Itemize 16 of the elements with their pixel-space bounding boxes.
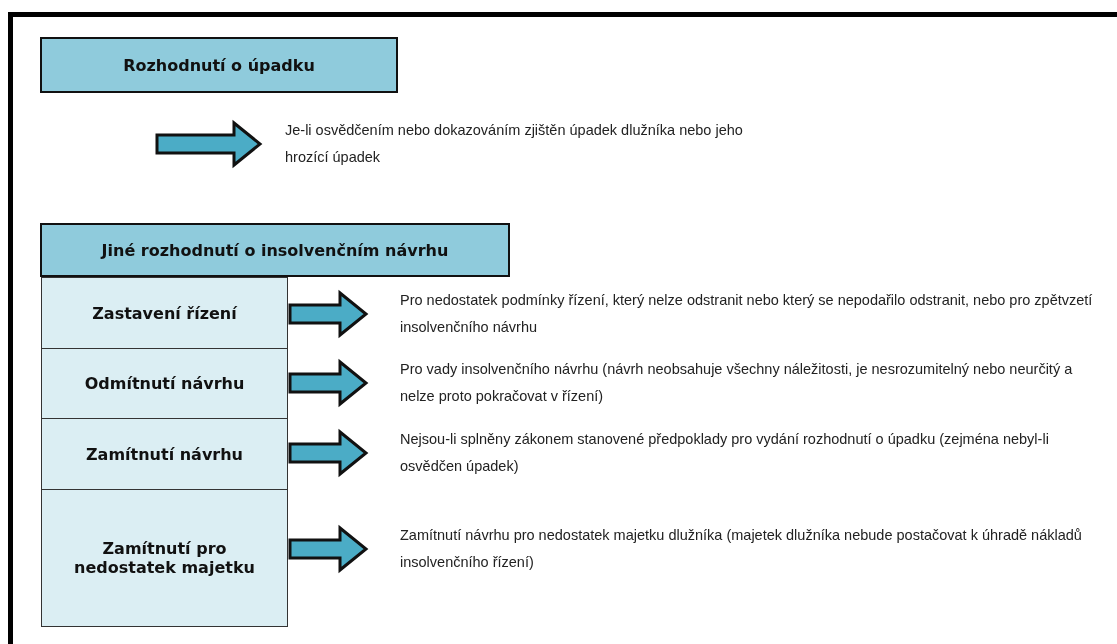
description-text: Nejsou-li splněny zákonem stanovené předpoklady pro vydání rozhodnutí o úpadku (zejména nebyl-li osvědčen úpadek) — [368, 425, 1108, 481]
heading-box: Rozhodnutí o úpadku — [40, 37, 398, 93]
table-cell: Zamítnutí návrhu — [41, 418, 288, 490]
description-text: Pro nedostatek podmínky řízení, který nelze odstranit nebo který se nepodařilo odstranit, nebo pro zpětvzetí insolvenčního návrhu — [368, 286, 1108, 342]
block-arrow — [288, 428, 369, 478]
block-arrow — [288, 358, 369, 408]
heading-box: Jiné rozhodnutí o insolvenčním návrhu — [40, 223, 510, 277]
block-arrow — [288, 524, 369, 574]
description-text: Zamítnutí návrhu pro nedostatek majetku dlužníka (majetek dlužníka nebude postačovat k úhradě nákladů insolvenčního řízení) — [368, 521, 1108, 577]
block-arrow — [288, 289, 369, 339]
table-cell: Zamítnutí pro nedostatek majetku — [41, 489, 288, 627]
table-cell: Zastavení řízení — [41, 277, 288, 349]
description-text: Je-li osvědčením nebo dokazováním zjištěn úpadek dlužníka nebo jeho hrozící úpadek — [262, 117, 762, 171]
block-arrow — [155, 119, 263, 169]
table-cell: Odmítnutí návrhu — [41, 348, 288, 419]
description-text: Pro vady insolvenčního návrhu (návrh neobsahuje všechny náležitosti, je nesrozumitelný nebo neurčitý a nelze proto pokračovat v řízení) — [368, 355, 1108, 411]
